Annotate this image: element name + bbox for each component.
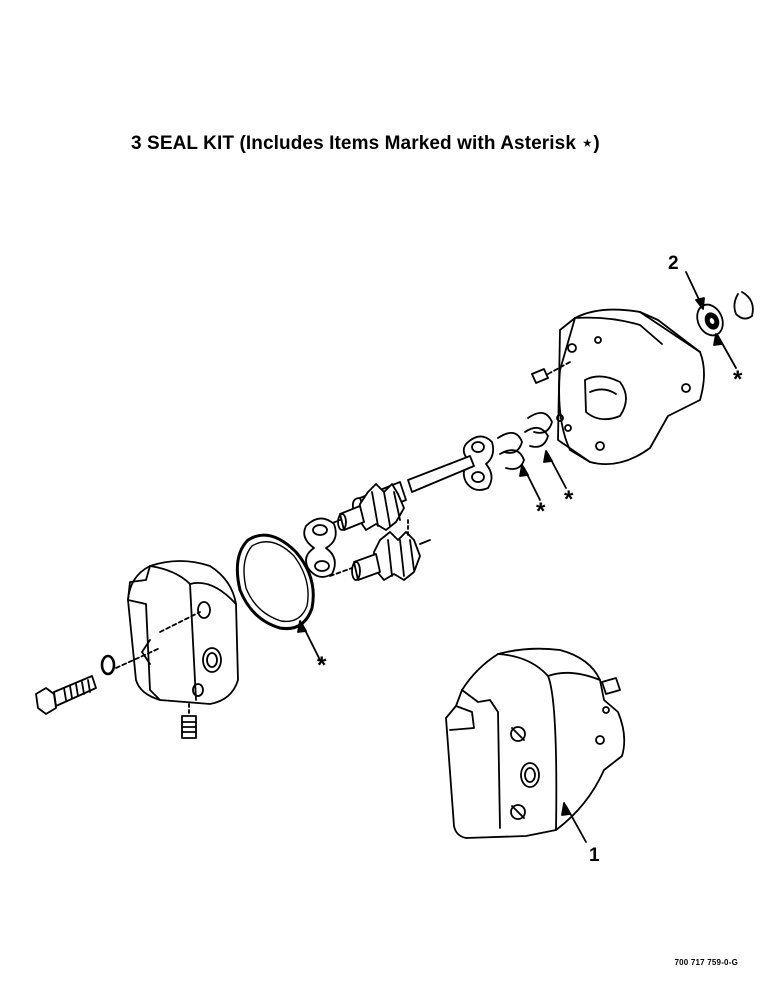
- drive-gear-shaft: [319, 455, 475, 531]
- lock-washer: [100, 654, 116, 676]
- pump-assembly: [445, 647, 626, 839]
- retaining-ring: [733, 291, 754, 320]
- asterisk-seal-ring-a: *: [536, 498, 546, 525]
- page-title: 3 SEAL KIT (Includes Items Marked with A…: [131, 133, 600, 154]
- callout-2: 2: [668, 253, 679, 274]
- callout-1: 1: [589, 845, 600, 866]
- dowel-pin: [531, 361, 571, 384]
- front-cover: [127, 560, 239, 705]
- pipe-plug: [181, 703, 197, 739]
- shaft-seal: [696, 303, 724, 337]
- o-ring-gasket: [235, 533, 315, 631]
- wear-plate-front: [303, 517, 337, 578]
- cap-screw: [35, 647, 161, 715]
- seal-rings-rear: [497, 412, 572, 470]
- asterisk-shaft-seal: *: [733, 366, 743, 393]
- asterisk-o-ring: *: [317, 652, 327, 679]
- rear-housing: [557, 308, 705, 465]
- driven-gear: [329, 519, 431, 581]
- asterisk-seal-ring-b: *: [564, 486, 574, 513]
- figure-code: 700 717 759-0-G: [674, 958, 738, 967]
